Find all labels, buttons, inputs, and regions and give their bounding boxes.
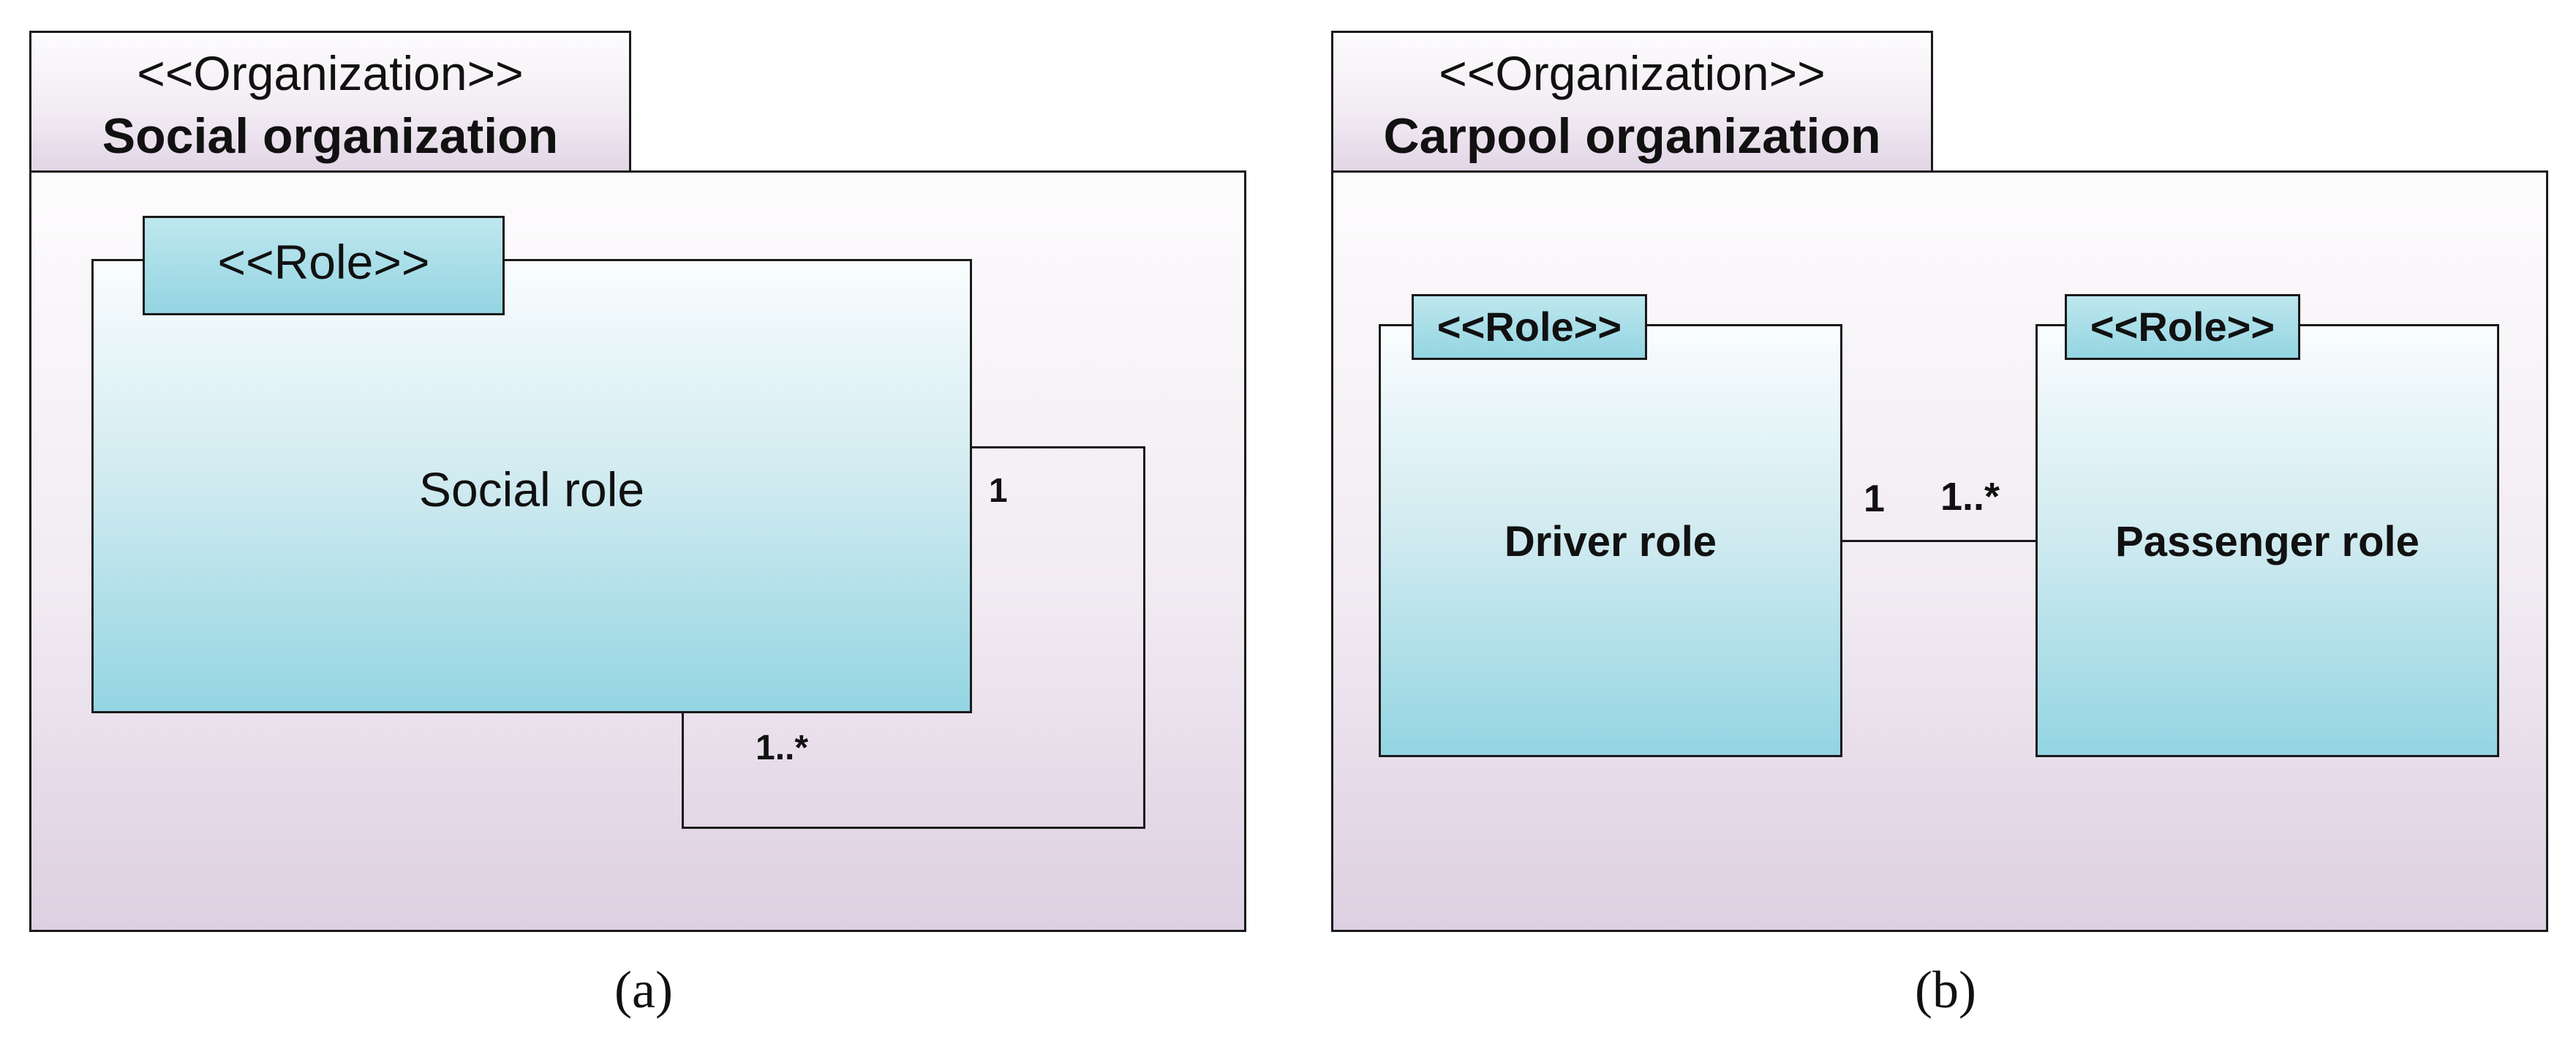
self-association-segment-bottom bbox=[682, 827, 1145, 829]
role-name-driver: Driver role bbox=[1504, 518, 1717, 565]
role-tab-driver: <<Role>> bbox=[1412, 294, 1647, 360]
caption-b: (b) bbox=[1915, 961, 1976, 1019]
package-tab-social-organization: <<Organization>> Social organization bbox=[29, 31, 631, 173]
self-association-segment-right bbox=[1143, 446, 1145, 829]
role-name-passenger: Passenger role bbox=[2115, 518, 2419, 565]
role-tab-passenger: <<Role>> bbox=[2065, 294, 2300, 360]
self-association-segment-top bbox=[970, 446, 1145, 448]
role-stereotype: <<Role>> bbox=[217, 235, 430, 289]
role-box-driver: Driver role bbox=[1379, 324, 1842, 757]
package-name: Social organization bbox=[102, 108, 559, 164]
multiplicity-one: 1 bbox=[1864, 478, 1885, 520]
caption-a: (a) bbox=[614, 961, 673, 1019]
multiplicity-one: 1 bbox=[989, 471, 1008, 509]
role-box-passenger: Passenger role bbox=[2035, 324, 2499, 757]
role-stereotype: <<Role>> bbox=[2090, 304, 2275, 350]
role-name-social: Social role bbox=[418, 462, 645, 516]
role-stereotype: <<Role>> bbox=[1436, 304, 1622, 350]
package-name: Carpool organization bbox=[1383, 108, 1881, 164]
association-line bbox=[1840, 540, 2038, 542]
role-box-social-role: Social role bbox=[91, 259, 972, 713]
package-tab-carpool-organization: <<Organization>> Carpool organization bbox=[1331, 31, 1933, 173]
self-association-segment-left bbox=[682, 711, 684, 829]
package-stereotype: <<Organization>> bbox=[137, 46, 524, 100]
multiplicity-one-to-many: 1..* bbox=[756, 729, 809, 767]
package-stereotype: <<Organization>> bbox=[1439, 46, 1826, 100]
multiplicity-one-to-many: 1..* bbox=[1940, 475, 2000, 519]
role-tab-social: <<Role>> bbox=[143, 216, 505, 315]
